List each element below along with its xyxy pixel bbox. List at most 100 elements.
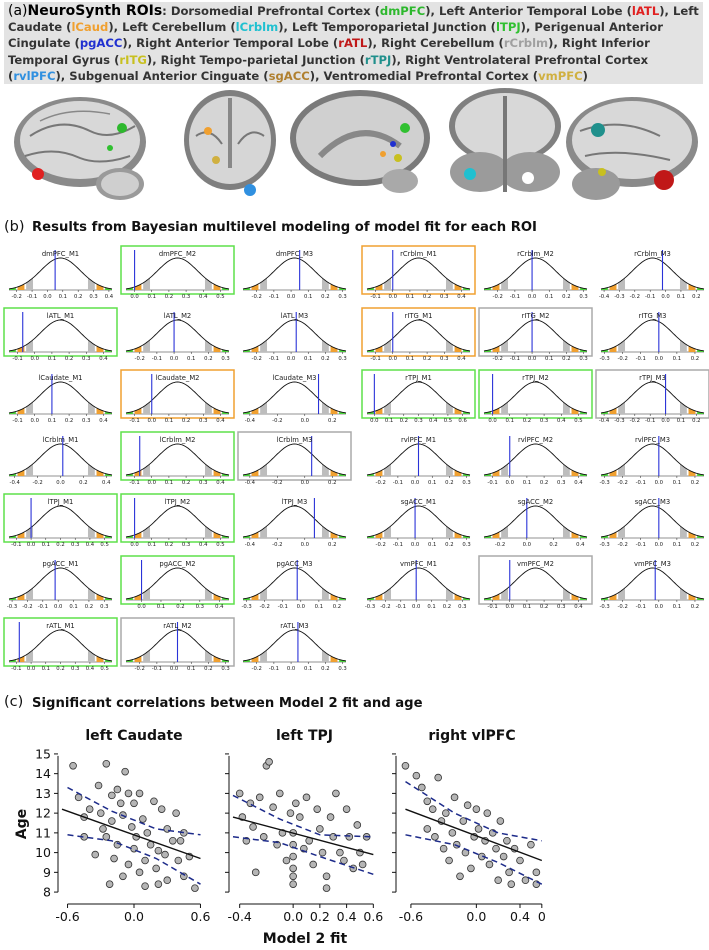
lower-orange-fill <box>251 531 259 538</box>
data-point <box>124 789 133 798</box>
roi-name: Right Cerebellum ( <box>381 36 504 51</box>
y-tick-label: 12 <box>35 806 51 821</box>
data-point <box>532 880 541 888</box>
upper-orange-fill <box>688 469 696 476</box>
panel-a-caption-box <box>4 2 703 84</box>
tick-label: 0.2 <box>182 418 190 424</box>
tick-label: -0.4 <box>245 418 256 424</box>
data-point <box>85 805 94 813</box>
data-point <box>463 801 472 810</box>
data-point <box>113 785 122 794</box>
tick-label: 0.0 <box>137 604 146 610</box>
upper-gray-fill <box>562 463 570 476</box>
posterior-curve <box>125 567 230 600</box>
panel-border <box>595 369 709 419</box>
posterior-curve <box>483 257 588 290</box>
lower-gray-fill <box>143 277 151 290</box>
upper-gray-fill <box>562 339 570 352</box>
posterior-curve <box>366 319 471 352</box>
roi-abbreviation: rTPJ <box>364 52 392 67</box>
data-point <box>130 799 138 808</box>
upper-orange-fill <box>330 531 338 538</box>
tick-label: 0.0 <box>170 356 179 362</box>
x-tick-label: 0.4 <box>337 909 357 924</box>
posterior-curve <box>366 567 471 600</box>
data-point <box>143 829 152 837</box>
lower-gray-fill <box>384 339 392 352</box>
posterior-curve <box>8 629 113 662</box>
data-point <box>152 864 160 873</box>
panel-a-title: NeuroSynth ROIs <box>27 3 163 19</box>
tick-label: 0.1 <box>148 542 156 548</box>
data-point <box>108 817 116 825</box>
posterior-curve <box>600 319 705 352</box>
tick-label: 0.3 <box>182 542 190 548</box>
roi-abbreviation: lCrblm <box>235 20 279 35</box>
tick-label: 0.0 <box>389 356 398 362</box>
data-point <box>255 793 264 802</box>
roi-separator: ), <box>659 4 673 18</box>
tick-label: -0.1 <box>636 480 646 486</box>
tick-label: -0.1 <box>27 294 37 300</box>
data-point <box>282 856 291 865</box>
tick-label: 0.4 <box>199 294 208 300</box>
tick-label: 0.2 <box>204 356 212 362</box>
tick-label: 0.0 <box>287 294 296 300</box>
tick-label: -0.2 <box>135 356 145 362</box>
data-point <box>286 809 295 817</box>
brain-posterior-image <box>449 88 561 192</box>
upper-orange-fill <box>688 345 696 352</box>
lower-gray-fill <box>501 587 509 600</box>
tick-label: 0.3 <box>182 294 190 300</box>
upper-gray-fill <box>87 277 95 290</box>
x-tick-label: 0 <box>538 909 546 924</box>
roi-name: Left Anterior Temporal Lobe ( <box>438 4 632 18</box>
upper-gray-fill <box>679 587 687 600</box>
tick-label: 0.2 <box>85 604 93 610</box>
tick-label: 0.2 <box>400 418 408 424</box>
tick-label: 0.0 <box>655 542 664 548</box>
upper-orange-fill <box>213 531 221 538</box>
lower-gray-fill <box>618 277 626 290</box>
posterior-curve <box>125 505 230 538</box>
lower-orange-fill <box>375 407 383 414</box>
data-point <box>492 844 500 853</box>
tick-label: 0.4 <box>574 604 583 610</box>
tick-label: -0.4 <box>599 294 610 300</box>
data-point <box>289 864 297 873</box>
brain-coronal-image <box>184 90 276 196</box>
posterior-curve <box>125 319 230 352</box>
data-point <box>505 868 513 877</box>
tick-label: 0.2 <box>691 604 699 610</box>
lower-gray-fill <box>260 277 268 290</box>
panel-title: rCrblm_M1 <box>400 250 437 258</box>
data-point <box>108 791 116 800</box>
data-point <box>532 868 541 877</box>
tick-label: 0.3 <box>458 604 466 610</box>
tick-label: 0.3 <box>579 356 587 362</box>
y-tick-label: 11 <box>35 825 51 840</box>
tick-label: 0.5 <box>216 542 224 548</box>
panel-title: lCrblm_M3 <box>277 436 313 444</box>
panel-title: rvlPFC_M1 <box>401 436 436 444</box>
upper-orange-fill <box>688 593 696 600</box>
upper-orange-fill <box>96 531 104 538</box>
upper-orange-fill <box>213 407 221 414</box>
scatter-title: left TPJ <box>276 728 333 744</box>
ci-lower-band <box>232 836 374 876</box>
tick-label: 0.0 <box>54 604 63 610</box>
upper-orange-fill <box>96 655 104 662</box>
tick-label: 0.0 <box>412 604 421 610</box>
tick-label: -0.2 <box>260 604 270 610</box>
tick-label: 0.0 <box>523 542 532 548</box>
upper-orange-fill <box>330 469 338 476</box>
lower-gray-fill <box>143 463 151 476</box>
upper-orange-fill <box>213 655 221 662</box>
